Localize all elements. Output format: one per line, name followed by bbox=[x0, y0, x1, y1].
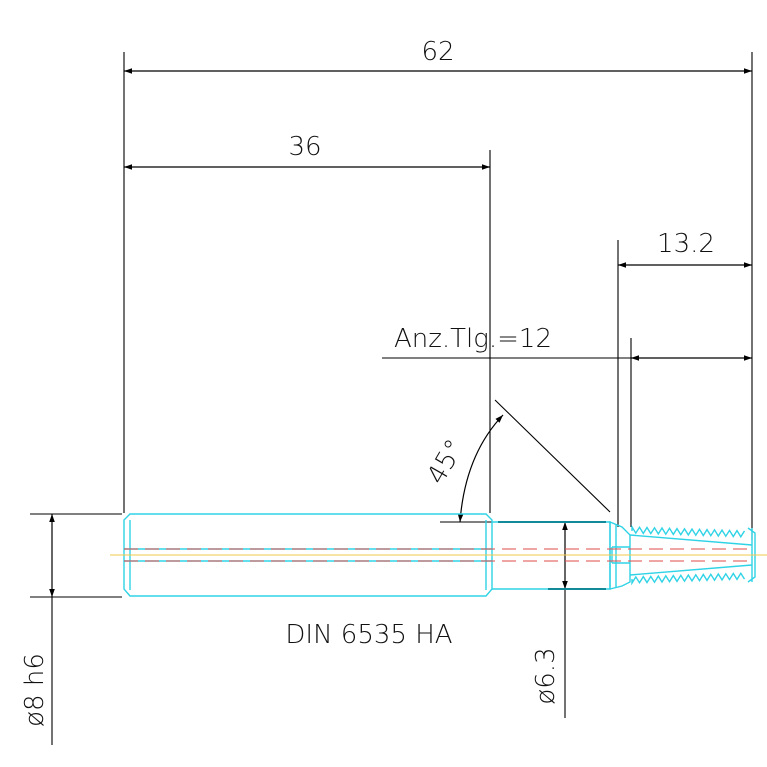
shank-outline bbox=[123, 513, 493, 597]
extension-lines bbox=[30, 52, 753, 598]
dim-text-d6-3: ø6.3 bbox=[531, 647, 561, 704]
thread-outline bbox=[631, 524, 746, 586]
standard-label: DIN 6535 HA bbox=[285, 620, 452, 650]
dim-text-62: 62 bbox=[421, 37, 454, 67]
center-lines bbox=[110, 548, 767, 562]
dim-arc-45 bbox=[457, 414, 504, 523]
dim-text-tooth-count: Anz.Tlg.=12 bbox=[394, 324, 552, 354]
dim-text-13-2: 13.2 bbox=[657, 229, 715, 259]
dim-text-36: 36 bbox=[288, 132, 321, 162]
dim-text-45-deg: 45° bbox=[421, 435, 470, 490]
collar-outline bbox=[609, 520, 631, 590]
dim-text-d8-h6: ø8 h6 bbox=[20, 653, 50, 727]
